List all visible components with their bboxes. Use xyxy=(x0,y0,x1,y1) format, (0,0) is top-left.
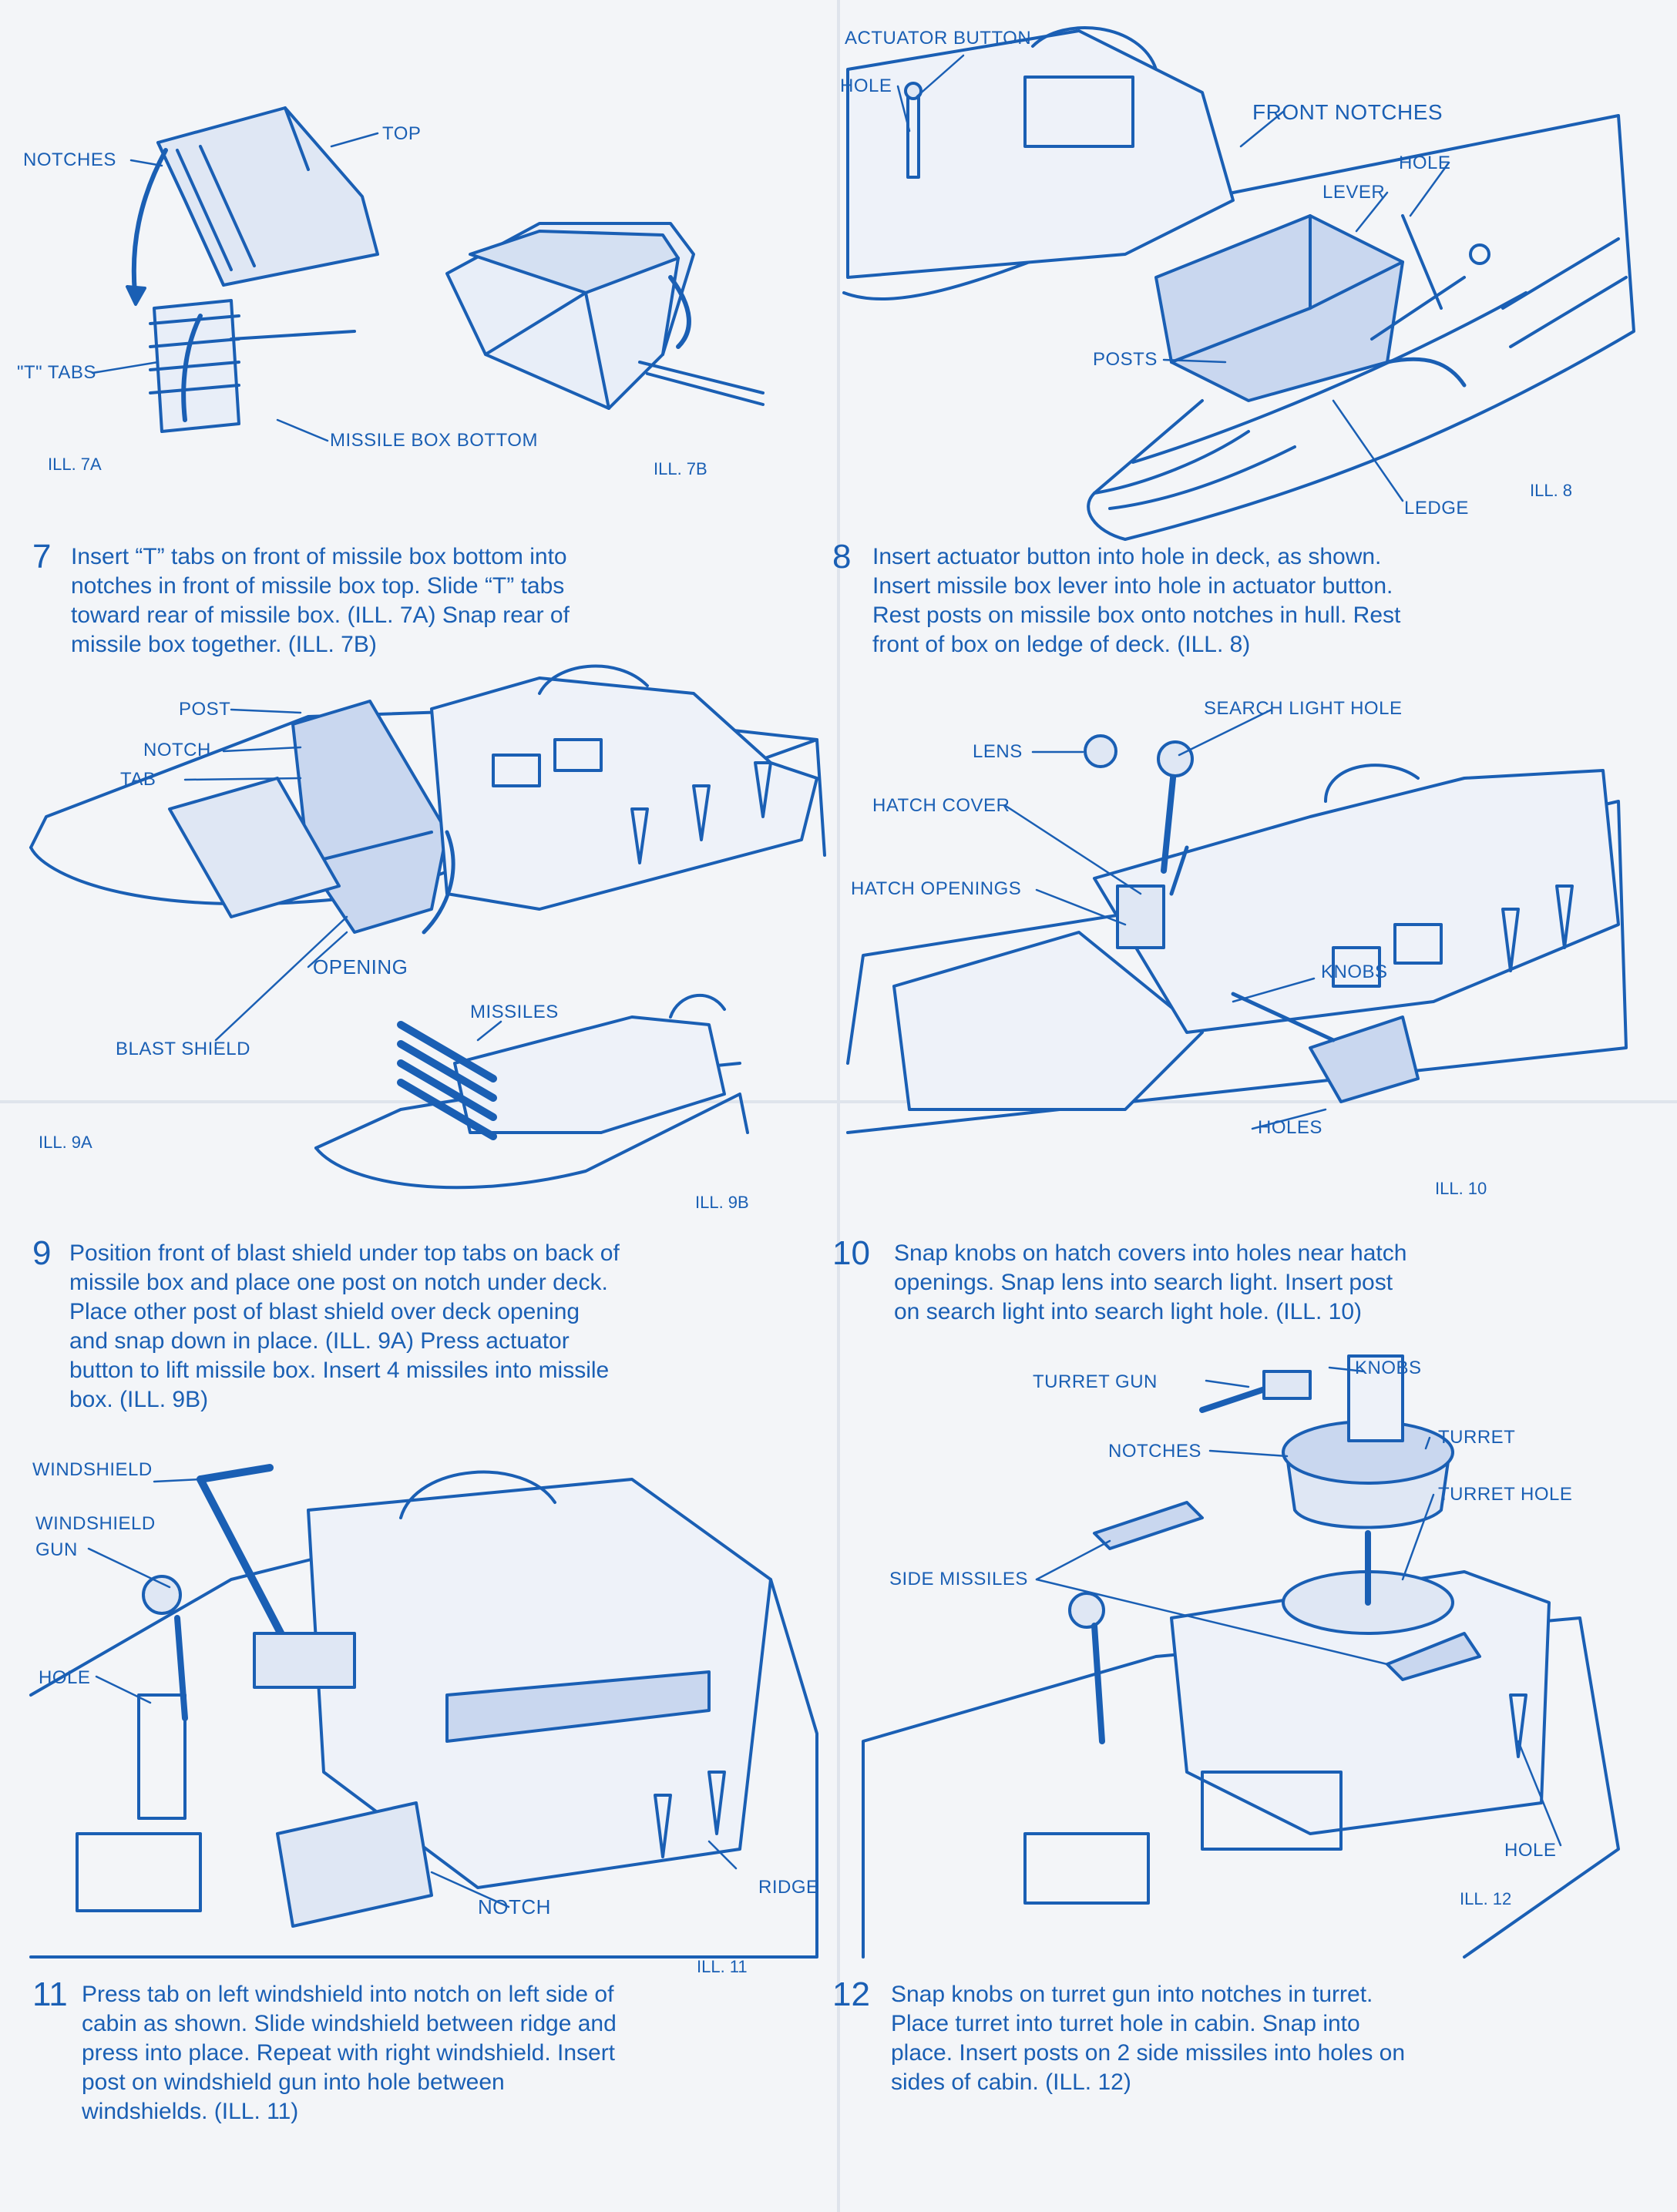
label-turret-hole: TURRET HOLE xyxy=(1438,1484,1573,1505)
step-12: 12 Snap knobs on turret gun into notches… xyxy=(832,1975,1526,2097)
label-notch: NOTCH xyxy=(478,1895,551,1918)
ill-11-caption: ILL. 11 xyxy=(697,1957,748,1976)
label-t-tabs: "T" TABS xyxy=(17,362,96,383)
step-text: Insert “T” tabs on front of missile box … xyxy=(71,544,570,657)
label-hole: HOLE xyxy=(1399,153,1451,173)
ill7b-drawing xyxy=(445,222,765,410)
label-missile-box-bottom: MISSILE BOX BOTTOM xyxy=(330,430,538,451)
step-number: 12 xyxy=(832,1975,870,2013)
ill-7b-caption: ILL. 7B xyxy=(654,459,707,478)
label-turret: TURRET xyxy=(1438,1427,1516,1448)
label-notches: NOTCHES xyxy=(23,149,116,170)
step-10: 10 Snap knobs on hatch covers into holes… xyxy=(832,1234,1526,1327)
label-front-notches: FRONT NOTCHES xyxy=(1252,100,1443,124)
label-windshield-gun-line1: WINDSHIELD xyxy=(35,1513,156,1534)
label-holes: HOLES xyxy=(1258,1117,1322,1138)
label-side-missiles: SIDE MISSILES xyxy=(889,1569,1028,1589)
label-ridge: RIDGE xyxy=(758,1877,819,1898)
label-hatch-cover: HATCH COVER xyxy=(872,795,1010,816)
label-knobs: KNOBS xyxy=(1355,1358,1422,1378)
label-blast-shield: BLAST SHIELD xyxy=(116,1039,250,1059)
step-9: 9 Position front of blast shield under t… xyxy=(32,1234,726,1415)
label-hole: HOLE xyxy=(840,76,892,96)
ill11-drawing xyxy=(29,1464,818,1959)
label-windshield-gun-line2: GUN xyxy=(35,1539,78,1560)
step-8: 8 Insert actuator button into hole in de… xyxy=(832,538,1526,660)
label-lever: LEVER xyxy=(1322,182,1386,203)
ill-10-caption: ILL. 10 xyxy=(1435,1179,1487,1198)
step-number: 11 xyxy=(32,1975,68,2013)
label-turret-gun: TURRET GUN xyxy=(1033,1371,1158,1392)
ill8-drawing xyxy=(842,26,1635,541)
label-missiles: MISSILES xyxy=(470,1002,559,1022)
label-lens: LENS xyxy=(973,741,1023,762)
step-number: 8 xyxy=(832,538,852,576)
label-hatch-openings: HATCH OPENINGS xyxy=(851,878,1022,899)
ill-12-caption: ILL. 12 xyxy=(1460,1889,1512,1908)
step-text: Snap knobs on turret gun into notches in… xyxy=(891,1982,1406,2095)
ill10-drawing xyxy=(846,734,1628,1134)
ill7a-drawing xyxy=(126,106,379,433)
label-search-light-hole: SEARCH LIGHT HOLE xyxy=(1204,698,1403,719)
step-text: Snap knobs on hatch covers into holes ne… xyxy=(894,1240,1407,1324)
step-number: 9 xyxy=(32,1234,52,1272)
label-tab: TAB xyxy=(120,769,156,790)
step-text: Press tab on left windshield into notch … xyxy=(82,1982,617,2124)
step-11: 11 Press tab on left windshield into not… xyxy=(32,1975,726,2126)
horizontal-fold-crease xyxy=(0,1100,1677,1103)
ill-7a-caption: ILL. 7A xyxy=(48,455,102,474)
label-ledge: LEDGE xyxy=(1404,498,1469,519)
step-number: 7 xyxy=(32,538,52,576)
label-actuator-button: ACTUATOR BUTTON xyxy=(845,28,1032,49)
vertical-fold-crease xyxy=(837,0,840,2212)
label-notches: NOTCHES xyxy=(1108,1441,1201,1462)
ill-9a-caption: ILL. 9A xyxy=(39,1133,92,1152)
label-knobs: KNOBS xyxy=(1321,962,1388,982)
step-text: Position front of blast shield under top… xyxy=(69,1240,620,1412)
step-text: Insert actuator button into hole in deck… xyxy=(872,544,1401,657)
ill9b-drawing xyxy=(314,994,749,1190)
label-post: POST xyxy=(179,699,231,720)
leader-lines xyxy=(87,54,1562,1908)
step-7: 7 Insert “T” tabs on front of missile bo… xyxy=(32,538,726,660)
ill12-drawing xyxy=(862,1354,1620,1959)
ill-9b-caption: ILL. 9B xyxy=(695,1193,749,1212)
label-hole: HOLE xyxy=(39,1667,91,1688)
label-posts: POSTS xyxy=(1093,349,1158,370)
label-notch: NOTCH xyxy=(143,740,211,760)
label-hole: HOLE xyxy=(1504,1840,1557,1861)
label-top: TOP xyxy=(382,123,422,144)
label-windshield: WINDSHIELD xyxy=(32,1459,153,1480)
step-number: 10 xyxy=(832,1234,870,1272)
ill9a-drawing xyxy=(29,664,826,935)
label-opening: OPENING xyxy=(313,955,408,978)
ill-8-caption: ILL. 8 xyxy=(1530,481,1573,500)
